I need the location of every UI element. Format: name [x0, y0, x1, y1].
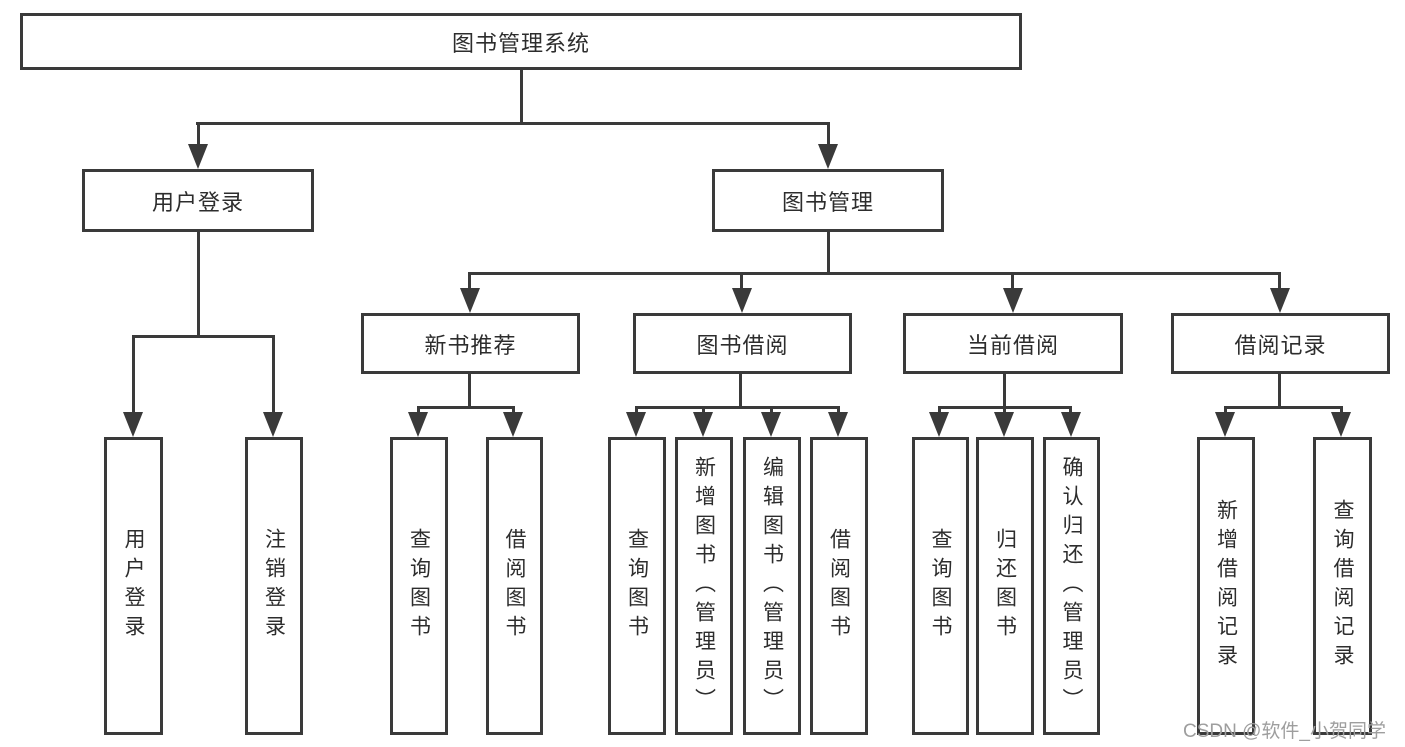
arrowhead-icon — [1270, 288, 1290, 313]
node-label: 查询图书 — [929, 528, 953, 644]
arrowhead-icon — [761, 412, 781, 437]
arrowhead-icon — [503, 412, 523, 437]
edge-line — [837, 406, 840, 415]
edge-line — [740, 272, 743, 291]
edge-line — [827, 232, 830, 274]
node-label: 图书管理 — [781, 189, 874, 215]
edge-line — [197, 232, 200, 337]
arrowhead-icon — [1331, 412, 1351, 437]
edge-line — [1278, 374, 1281, 408]
edge-line — [1340, 406, 1343, 415]
arrowhead-icon — [828, 412, 848, 437]
arrowhead-icon — [818, 144, 838, 169]
edge-line — [1224, 406, 1227, 415]
node-label: 新增图书（管理员） — [692, 455, 716, 717]
edge-line — [1069, 406, 1072, 415]
node-label: 新书推荐 — [424, 332, 517, 358]
leaf-query-book-borrowing: 查询图书 — [608, 437, 666, 735]
edge-line — [196, 122, 829, 125]
node-label: 新增借阅记录 — [1214, 499, 1238, 673]
leaf-logout: 注销登录 — [245, 437, 303, 735]
leaf-user-login: 用户登录 — [104, 437, 163, 735]
arrowhead-icon — [693, 412, 713, 437]
arrowhead-icon — [408, 412, 428, 437]
edge-line — [417, 406, 420, 415]
leaf-confirm-return-admin: 确认归还（管理员） — [1043, 437, 1100, 735]
leaf-borrow-book-recommend: 借阅图书 — [486, 437, 543, 735]
node-new-book-recommend: 新书推荐 — [361, 313, 580, 374]
node-book-borrowing: 图书借阅 — [633, 313, 852, 374]
arrowhead-icon — [1003, 288, 1023, 313]
node-root-library-system: 图书管理系统 — [20, 13, 1022, 70]
leaf-query-borrow-record: 查询借阅记录 — [1313, 437, 1372, 735]
arrowhead-icon — [123, 412, 143, 437]
arrowhead-icon — [929, 412, 949, 437]
arrowhead-icon — [188, 144, 208, 169]
edge-line — [417, 406, 515, 409]
edge-line — [739, 374, 742, 408]
edge-line — [468, 272, 1281, 275]
node-current-borrowing: 当前借阅 — [903, 313, 1123, 374]
node-label: 借阅图书 — [827, 528, 851, 644]
node-label: 查询图书 — [625, 528, 649, 644]
arrowhead-icon — [1215, 412, 1235, 437]
arrowhead-icon — [626, 412, 646, 437]
leaf-borrow-book: 借阅图书 — [810, 437, 868, 735]
edge-line — [132, 335, 275, 338]
edge-line — [827, 122, 830, 148]
node-user-login: 用户登录 — [82, 169, 314, 232]
edge-line — [132, 335, 135, 415]
edge-line — [938, 406, 941, 415]
node-label: 注销登录 — [262, 528, 286, 644]
edge-line — [1224, 406, 1343, 409]
arrowhead-icon — [994, 412, 1014, 437]
arrowhead-icon — [1061, 412, 1081, 437]
node-label: 查询借阅记录 — [1331, 499, 1355, 673]
arrowhead-icon — [460, 288, 480, 313]
edge-line — [197, 122, 200, 148]
node-borrowing-records: 借阅记录 — [1171, 313, 1390, 374]
edge-line — [520, 70, 523, 124]
edge-line — [635, 406, 839, 409]
node-label: 编辑图书（管理员） — [760, 455, 784, 717]
node-label: 图书管理系统 — [451, 30, 590, 56]
node-label: 归还图书 — [993, 528, 1017, 644]
edge-line — [1278, 272, 1281, 291]
node-label: 用户登录 — [151, 189, 244, 215]
node-label: 借阅图书 — [503, 528, 527, 644]
node-label: 查询图书 — [407, 528, 431, 644]
leaf-return-book: 归还图书 — [976, 437, 1034, 735]
node-label: 用户登录 — [122, 528, 146, 644]
node-label: 确认归还（管理员） — [1060, 455, 1084, 717]
leaf-add-borrow-record: 新增借阅记录 — [1197, 437, 1255, 735]
edge-line — [635, 406, 638, 415]
node-book-management: 图书管理 — [712, 169, 944, 232]
edge-line — [468, 374, 471, 408]
node-label: 图书借阅 — [696, 332, 789, 358]
edge-line — [1003, 374, 1006, 408]
edge-line — [1011, 272, 1014, 291]
edge-line — [272, 335, 275, 415]
csdn-watermark: CSDN @软件_小贺同学 — [1183, 721, 1386, 742]
leaf-query-book-recommend: 查询图书 — [390, 437, 448, 735]
leaf-query-book-current: 查询图书 — [912, 437, 969, 735]
arrowhead-icon — [263, 412, 283, 437]
edge-line — [770, 406, 773, 415]
arrowhead-icon — [732, 288, 752, 313]
node-label: 借阅记录 — [1234, 332, 1327, 358]
leaf-add-book-admin: 新增图书（管理员） — [675, 437, 733, 735]
edge-line — [702, 406, 705, 415]
edge-line — [512, 406, 515, 415]
edge-line — [1003, 406, 1006, 415]
edge-line — [468, 272, 471, 291]
node-label: 当前借阅 — [966, 332, 1059, 358]
leaf-edit-book-admin: 编辑图书（管理员） — [743, 437, 801, 735]
